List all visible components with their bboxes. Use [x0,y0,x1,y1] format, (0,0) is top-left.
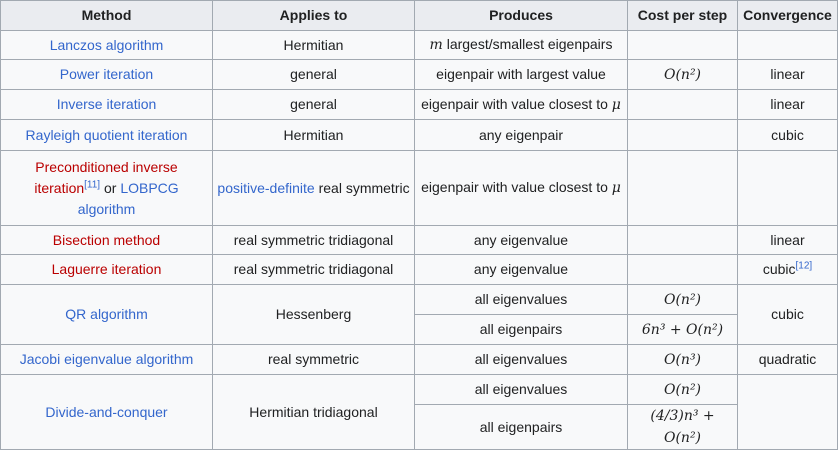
applies-cell: real symmetric tridiagonal [212,225,415,255]
convergence-cell: quadratic [737,344,838,375]
math-variable: μ [611,96,621,113]
applies-cell: Hermitian [212,119,415,151]
produces-cell: eigenpair with value closest to μ [414,150,628,226]
cost-cell: 6n³ + O(n²) [627,314,738,345]
table-row: Bisection method real symmetric tridiago… [0,225,838,255]
cost-cell [627,150,738,226]
cost-formula: O(n³) [663,351,702,368]
produces-cell: any eigenpair [414,119,628,151]
produces-text: largest/smallest eigenpairs [446,36,613,52]
method-link[interactable]: Laguerre iteration [51,261,162,277]
produces-cell: all eigenpairs [414,404,628,450]
method-link[interactable]: LOBPCG algorithm [77,179,179,217]
cost-cell [627,119,738,151]
cost-cell: O(n²) [627,374,738,405]
cost-cell [627,30,738,60]
math-variable: μ [611,180,621,196]
table-row: Divide-and-conquer Hermitian tridiagonal… [0,374,838,450]
reference-link[interactable]: [12] [795,260,813,272]
method-link[interactable]: Inverse iteration [56,96,157,112]
method-cell: Preconditioned inverse iteration[11] or … [0,150,213,226]
cost-formula: 6n³ + O(n²) [641,321,724,338]
convergence-cell: linear [737,89,838,120]
header-method[interactable]: Method [0,0,213,31]
cost-formula: O(n²) [663,66,702,83]
produces-cell: all eigenvalues [414,344,628,375]
applies-cell: positive-definite real symmetric [212,150,415,226]
reference-link[interactable]: [11] [84,178,101,190]
method-cell: Divide-and-conquer [0,374,213,450]
convergence-cell: linear [737,59,838,90]
applies-cell: real symmetric [212,344,415,375]
method-link[interactable]: Preconditioned inverse iteration [34,158,178,196]
method-cell: Laguerre iteration [0,254,213,285]
method-link[interactable]: Bisection method [52,231,161,248]
cost-cell: O(n²) [627,284,738,315]
produces-cell: all eigenpairs [414,314,628,345]
convergence-cell: linear [737,225,838,255]
produces-cell: any eigenvalue [414,254,628,285]
cost-cell [627,89,738,120]
method-cell: QR algorithm [0,284,213,345]
applies-cell: real symmetric tridiagonal [212,254,415,285]
method-link[interactable]: Power iteration [59,66,154,82]
method-link[interactable]: QR algorithm [65,306,148,322]
header-cost-per-step[interactable]: Cost per step [627,0,738,31]
applies-link[interactable]: positive-definite [217,179,315,196]
cost-cell [627,225,738,255]
method-cell: Power iteration [0,59,213,90]
method-cell: Jacobi eigenvalue algorithm [0,344,213,375]
table-row: Laguerre iteration real symmetric tridia… [0,254,838,285]
table-row: Jacobi eigenvalue algorithm real symmetr… [0,344,838,375]
table-row: Rayleigh quotient iteration Hermitian an… [0,119,838,151]
cost-formula: O(n²) [663,291,702,308]
header-convergence[interactable]: Convergence [737,0,838,31]
produces-cell: m largest/smallest eigenpairs [414,30,628,60]
convergence-cell: cubic [737,284,838,345]
produces-cell: eigenpair with value closest to μ [414,89,628,120]
produces-cell: eigenpair with largest value [414,59,628,90]
method-cell: Rayleigh quotient iteration [0,119,213,151]
convergence-cell: cubic [737,119,838,151]
method-cell: Bisection method [0,225,213,255]
cost-cell: (4/3)n³ + O(n²) [627,404,738,450]
convergence-cell [737,150,838,226]
produces-cell: all eigenvalues [414,284,628,315]
method-cell: Lanczos algorithm [0,30,213,60]
cost-formula: (4/3)n³ + O(n²) [650,408,715,446]
produces-cell: any eigenvalue [414,225,628,255]
produces-text: eigenpair with value closest to [421,95,608,112]
applies-cell: Hessenberg [212,284,415,345]
header-produces[interactable]: Produces [414,0,628,31]
method-cell: Inverse iteration [0,89,213,120]
method-link[interactable]: Jacobi eigenvalue algorithm [19,351,194,367]
table-row: Inverse iteration general eigenpair with… [0,89,838,120]
method-link[interactable]: Divide-and-conquer [45,403,168,420]
produces-text: eigenpair with value closest to [421,179,608,195]
header-row: Method Applies to Produces Cost per step… [0,0,838,31]
table-row: QR algorithm Hessenberg all eigenvalues … [0,284,838,345]
method-link[interactable]: Lanczos algorithm [49,36,164,53]
cost-cell: O(n³) [627,344,738,375]
method-link[interactable]: Rayleigh quotient iteration [25,126,188,143]
convergence-cell: cubic[12] [737,254,838,285]
convergence-cell [737,374,838,450]
cost-formula: O(n²) [663,381,702,398]
applies-cell: Hermitian [212,30,415,60]
table-row: Lanczos algorithm Hermitian m largest/sm… [0,30,838,60]
applies-cell: general [212,89,415,120]
applies-cell: general [212,59,415,90]
applies-cell: Hermitian tridiagonal [212,374,415,450]
convergence-cell [737,30,838,60]
cost-cell: O(n²) [627,59,738,90]
table-row: Preconditioned inverse iteration[11] or … [0,150,838,226]
produces-cell: all eigenvalues [414,374,628,405]
cost-cell [627,254,738,285]
math-variable: m [429,37,443,53]
table-row: Power iteration general eigenpair with l… [0,59,838,90]
header-applies-to[interactable]: Applies to [212,0,415,31]
